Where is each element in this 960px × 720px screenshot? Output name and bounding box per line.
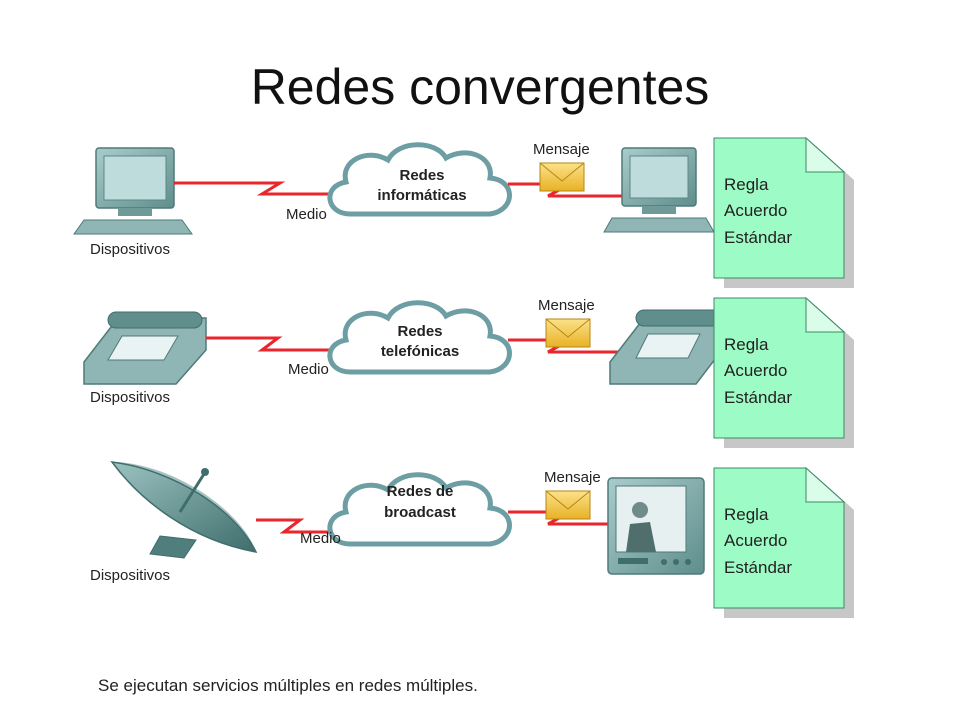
devices-label: Dispositivos	[90, 241, 170, 258]
rule-label: Regla	[724, 505, 769, 524]
message-label: Mensaje	[533, 141, 590, 158]
agreement-label: Acuerdo	[724, 531, 787, 550]
message-envelope-icon	[539, 162, 585, 192]
slide-title: Redes convergentes	[250, 59, 710, 115]
network-cloud	[327, 472, 512, 547]
network-label: Redes de	[387, 483, 454, 500]
standard-label: Estándar	[724, 388, 792, 407]
computer-icon	[603, 147, 715, 233]
network-label: broadcast	[384, 504, 456, 521]
rule-label: Regla	[724, 175, 769, 194]
telephone-icon	[83, 311, 207, 385]
network-cloud	[327, 300, 512, 375]
network-label: Redes	[399, 167, 444, 184]
footer-caption: Se ejecutan servicios múltiples en redes…	[98, 676, 478, 695]
message-label: Mensaje	[544, 469, 601, 486]
medium-link	[256, 518, 336, 534]
message-label: Mensaje	[538, 297, 595, 314]
telephone-icon	[609, 309, 723, 385]
agreement-label: Acuerdo	[724, 361, 787, 380]
standard-label: Estándar	[724, 558, 792, 577]
medium-label: Medio	[300, 530, 341, 547]
rules-document	[713, 296, 854, 448]
network-label: Redes	[397, 323, 442, 340]
network-label: telefónicas	[381, 343, 459, 360]
devices-label: Dispositivos	[90, 567, 170, 584]
row-broadcast-networks	[110, 461, 854, 618]
satellite-dish-icon	[110, 461, 258, 559]
rules-document	[713, 466, 854, 618]
standard-label: Estándar	[724, 228, 792, 247]
agreement-label: Acuerdo	[724, 201, 787, 220]
row-computer-networks	[73, 136, 854, 288]
network-cloud	[327, 142, 512, 217]
row-telephone-networks	[83, 296, 854, 448]
rule-label: Regla	[724, 335, 769, 354]
television-icon	[607, 477, 705, 575]
medium-link	[174, 181, 336, 196]
message-envelope-icon	[545, 490, 591, 520]
rules-document	[713, 136, 854, 288]
medium-link	[206, 336, 336, 352]
medium-label: Medio	[288, 361, 329, 378]
devices-label: Dispositivos	[90, 389, 170, 406]
computer-icon	[73, 147, 193, 235]
network-label: informáticas	[377, 187, 466, 204]
medium-label: Medio	[286, 206, 327, 223]
message-envelope-icon	[545, 318, 591, 348]
